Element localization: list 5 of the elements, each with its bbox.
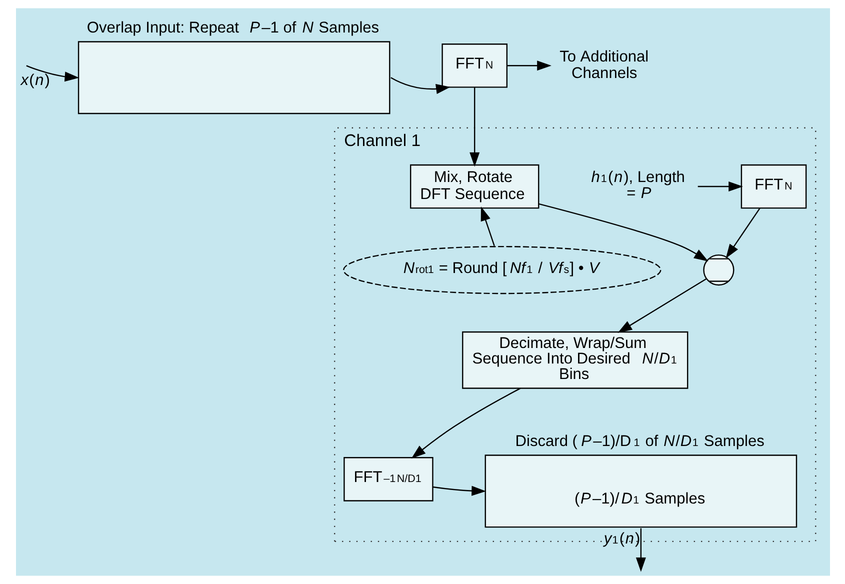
node-label: Overlap Input: Repeat P–1 of N Samples	[86, 20, 379, 37]
edge-label: x(n)	[20, 72, 50, 90]
edge-label: y1(n)	[603, 530, 640, 548]
node-text: h1(n), Length = P	[590, 169, 684, 202]
node-text: To Additional Channels	[559, 48, 648, 82]
